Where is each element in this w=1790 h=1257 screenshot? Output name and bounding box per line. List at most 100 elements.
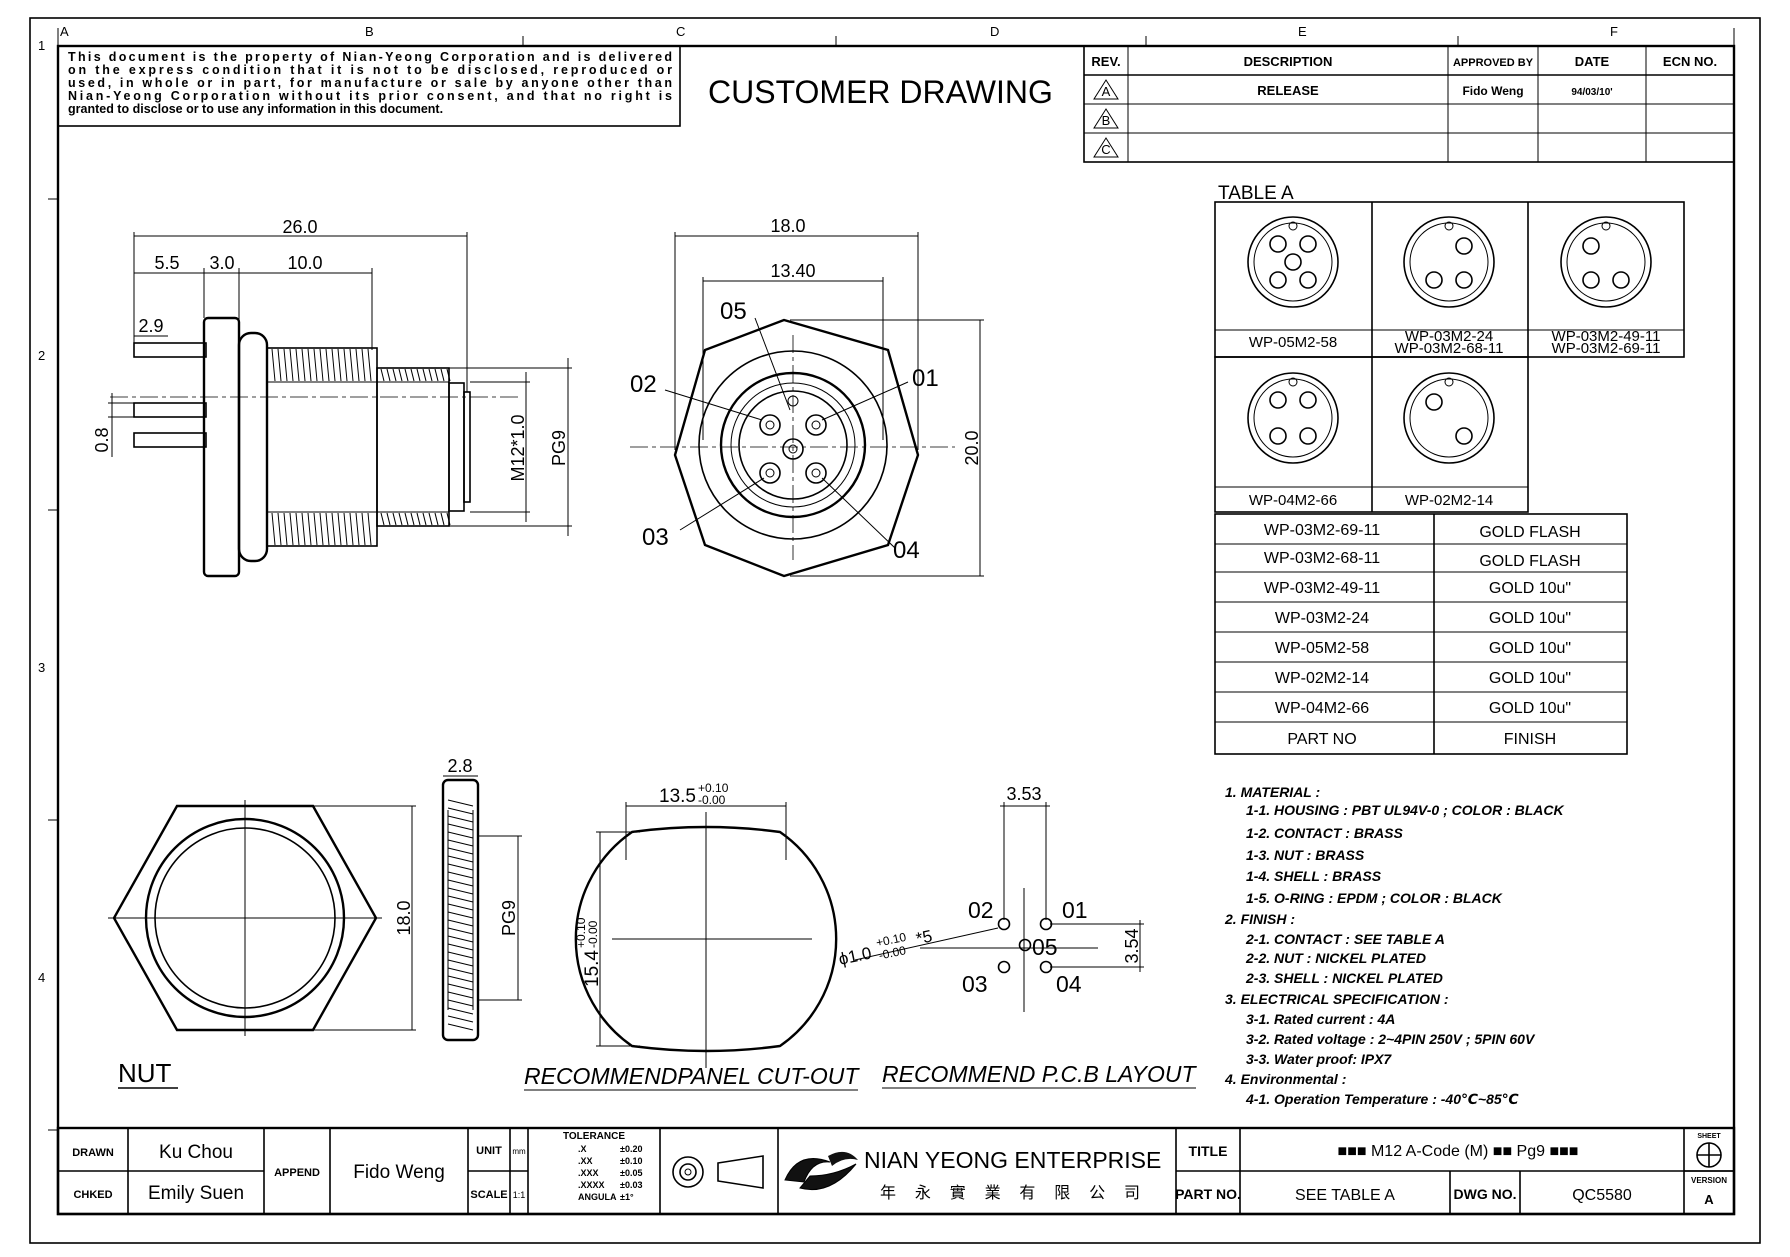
outer-frame bbox=[29, 17, 1761, 1244]
note-line: 3-1. Rated current : 4A bbox=[1246, 1011, 1395, 1027]
pcb-pin-02: 02 bbox=[968, 897, 994, 923]
grid-col-c: C bbox=[676, 24, 685, 39]
thread-line bbox=[313, 512, 318, 546]
pin-label-01: 01 bbox=[912, 365, 939, 392]
tolerance-value: ±0.03 bbox=[620, 1180, 642, 1190]
dim-18: 18.0 bbox=[770, 216, 805, 236]
pcb-hole-tol-top: +0.10 bbox=[875, 930, 908, 950]
part-no-header: PART NO bbox=[1287, 731, 1356, 748]
grid-col-b: B bbox=[365, 24, 374, 39]
thread-line bbox=[361, 512, 366, 546]
cutout-width-tol-top: +0.10 bbox=[698, 781, 729, 795]
pcb-layout: 3.53 3.54 ϕ1.0 +0.10 -0.00 *5 02 01 05 0… bbox=[837, 784, 1197, 1089]
pinout-label: WP-03M2-69-11 bbox=[1552, 340, 1661, 357]
dwg-label: DWG NO. bbox=[1454, 1186, 1517, 1202]
note-line: 1. MATERIAL : bbox=[1225, 784, 1320, 800]
thread-line bbox=[440, 368, 445, 382]
cutout-height-tol-top: +0.10 bbox=[574, 917, 588, 948]
tolerance-value: ±1° bbox=[620, 1192, 634, 1202]
title-block: DRAWN Ku Chou CHKED Emily Suen APPEND Fi… bbox=[56, 1126, 1736, 1216]
nut-thread-line bbox=[447, 951, 474, 959]
thread-line bbox=[319, 348, 324, 382]
scale-label: SCALE bbox=[470, 1189, 507, 1201]
nut-thread-line bbox=[447, 839, 474, 847]
thread-line bbox=[404, 368, 409, 382]
pcb-pin-05: 05 bbox=[1032, 934, 1058, 960]
thread-line bbox=[428, 368, 433, 382]
nut-thread-line bbox=[447, 847, 474, 855]
nut-thread-line bbox=[447, 799, 474, 807]
version-label: VERSION bbox=[1691, 1176, 1727, 1185]
dim-13-40: 13.40 bbox=[770, 261, 815, 281]
thread-line bbox=[434, 512, 439, 526]
tolerance-value: ±0.05 bbox=[620, 1168, 642, 1178]
thread-line bbox=[331, 348, 336, 382]
thread-line bbox=[349, 512, 354, 546]
title-label: TITLE bbox=[1189, 1143, 1228, 1159]
part-value: SEE TABLE A bbox=[1295, 1187, 1395, 1204]
rev-a-date: 94/03/10' bbox=[1571, 87, 1612, 98]
thread-line bbox=[398, 368, 403, 382]
description-header: DESCRIPTION bbox=[1244, 54, 1333, 69]
rev-a-description: RELEASE bbox=[1257, 83, 1319, 98]
nut-thread-line bbox=[447, 815, 474, 823]
pinout-label: WP-03M2-24 bbox=[1405, 328, 1493, 345]
rev-c-triangle-icon: C bbox=[1093, 137, 1119, 158]
finish-part: WP-03M2-69-11 bbox=[1264, 522, 1380, 539]
thread-line bbox=[410, 368, 415, 382]
thread-line bbox=[386, 512, 391, 526]
nut-thread-line bbox=[447, 991, 474, 999]
thread-line bbox=[361, 348, 366, 382]
append-value: Fido Weng bbox=[353, 1162, 445, 1183]
thread-line bbox=[301, 512, 306, 546]
revision-table: REV. DESCRIPTION APPROVED BY DATE ECN NO… bbox=[1083, 45, 1735, 163]
ecn-header: ECN NO. bbox=[1663, 54, 1717, 69]
tolerance-value: ±0.10 bbox=[620, 1156, 642, 1166]
thread-line bbox=[434, 368, 439, 382]
dim-2-9: 2.9 bbox=[138, 316, 163, 336]
note-line: 4. Environmental : bbox=[1224, 1071, 1346, 1087]
nut-thread-line bbox=[447, 855, 474, 863]
thread-line bbox=[289, 348, 294, 382]
thread-line bbox=[301, 348, 306, 382]
note-line: 2. FINISH : bbox=[1224, 911, 1295, 927]
thread-line bbox=[416, 368, 421, 382]
pin-label-05: 05 bbox=[720, 298, 747, 325]
thread-line bbox=[392, 368, 397, 382]
dim-10-0: 10.0 bbox=[287, 253, 322, 273]
thread-line bbox=[440, 512, 445, 526]
thread-line bbox=[289, 512, 294, 546]
panel-cutout: 13.5 +0.10 -0.00 15.4 +0.10 -0.00 RECOMM… bbox=[524, 781, 860, 1091]
dim-5-5: 5.5 bbox=[154, 253, 179, 273]
pinout-label: WP-04M2-66 bbox=[1249, 492, 1337, 509]
nut-thread-line bbox=[447, 807, 474, 815]
rev-a-triangle-icon: A bbox=[1093, 79, 1119, 100]
thread-line bbox=[422, 512, 427, 526]
part-label: PART NO. bbox=[1175, 1186, 1241, 1202]
note-line: 2-3. SHELL : NICKEL PLATED bbox=[1245, 970, 1443, 986]
thread-line bbox=[325, 512, 330, 546]
nut-dim-2-8: 2.8 bbox=[447, 756, 472, 776]
company-chinese: 年 永 實 業 有 限 公 司 bbox=[880, 1183, 1140, 1202]
title-value: ■■■ M12 A-Code (M) ■■ Pg9 ■■■ bbox=[1338, 1143, 1579, 1160]
nut-label: NUT bbox=[118, 1058, 172, 1088]
pcb-hole-count: *5 bbox=[914, 926, 934, 948]
finish-value: GOLD FLASH bbox=[1479, 553, 1580, 570]
nut-thread-line bbox=[447, 831, 474, 839]
scale-value: 1:1 bbox=[513, 1190, 526, 1200]
grid-row-1: 1 bbox=[38, 38, 45, 53]
unit-value: mm bbox=[512, 1147, 526, 1156]
rev-header: REV. bbox=[1091, 54, 1120, 69]
thread-line bbox=[392, 512, 397, 526]
nut-thread-line bbox=[447, 879, 474, 887]
thread-line bbox=[325, 348, 330, 382]
append-label: APPEND bbox=[274, 1167, 320, 1179]
pinout-4pin-icon bbox=[1247, 372, 1339, 464]
thread-line bbox=[380, 512, 385, 526]
company-name: NIAN YEONG ENTERPRISE bbox=[864, 1147, 1161, 1173]
nut-thread-line bbox=[447, 1015, 474, 1023]
nut-thread-line bbox=[447, 911, 474, 919]
nut-thread-line bbox=[447, 887, 474, 895]
pcb-dim-3-54: 3.54 bbox=[1122, 928, 1142, 963]
pcb-hole-dim: ϕ1.0 bbox=[837, 943, 873, 968]
